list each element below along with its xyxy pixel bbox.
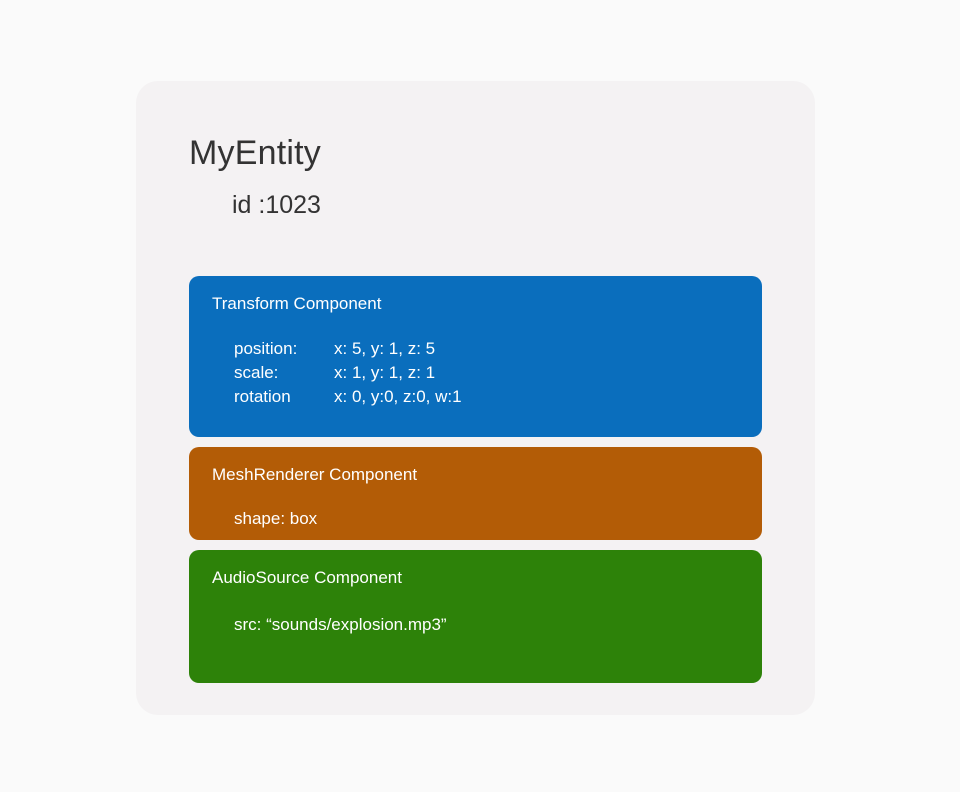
property-key: scale: (234, 363, 279, 382)
property-value: x: 0, y:0, z:0, w:1 (334, 387, 462, 406)
property-row: src: “sounds/explosion.mp3” (234, 615, 447, 634)
component-transform[interactable]: Transform Component position: x: 5, y: 1… (189, 276, 762, 437)
component-audiosource[interactable]: AudioSource Component src: “sounds/explo… (189, 550, 762, 683)
component-list: Transform Component position: x: 5, y: 1… (189, 276, 762, 683)
property-key: rotation (234, 387, 291, 406)
property-row: scale: x: 1, y: 1, z: 1 (234, 361, 739, 385)
component-heading: AudioSource Component (212, 568, 402, 587)
component-meshrenderer[interactable]: MeshRenderer Component shape: box (189, 447, 762, 540)
property-key: position: (234, 339, 298, 358)
property-value: x: 1, y: 1, z: 1 (334, 363, 436, 382)
property-row: rotation x: 0, y:0, z:0, w:1 (234, 385, 739, 409)
component-heading: MeshRenderer Component (212, 465, 418, 484)
property-row: shape: box (234, 509, 318, 528)
property-row: position: x: 5, y: 1, z: 5 (234, 337, 739, 361)
component-properties: position: x: 5, y: 1, z: 5 scale: x: 1, … (212, 337, 739, 409)
entity-card: MyEntity id :1023 Transform Component po… (136, 81, 815, 715)
entity-name-title: MyEntity (189, 134, 321, 172)
property-value: x: 5, y: 1, z: 5 (334, 339, 436, 358)
component-properties: shape: box (212, 507, 739, 531)
component-heading: Transform Component (212, 294, 382, 313)
component-properties: src: “sounds/explosion.mp3” (212, 613, 739, 637)
entity-id-label: id :1023 (232, 191, 321, 219)
